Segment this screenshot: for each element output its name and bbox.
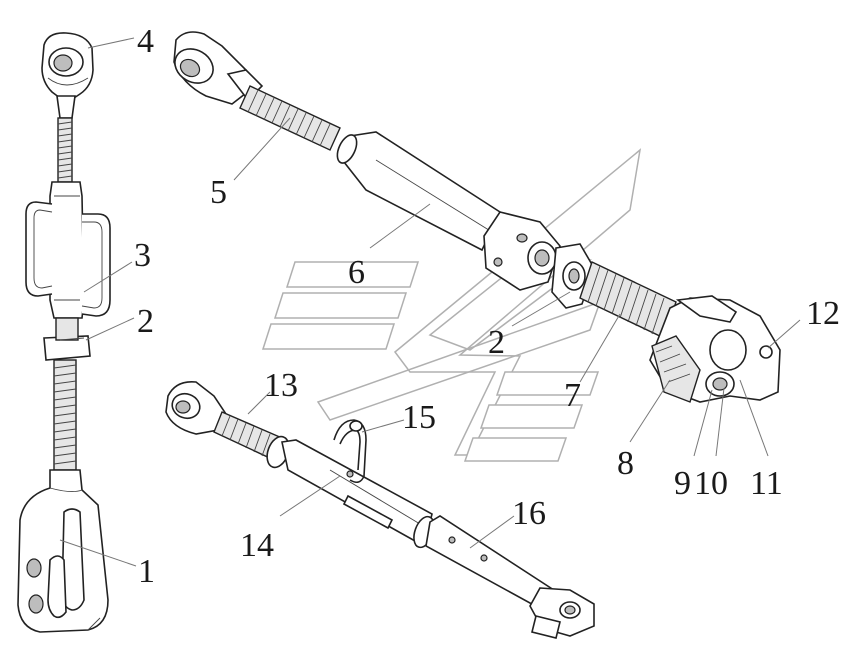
top-link-assembly: [173, 31, 781, 403]
callout-2-left: 2: [137, 303, 154, 340]
callout-3: 3: [134, 237, 151, 274]
callout-16: 16: [512, 495, 546, 532]
callout-6: 6: [348, 254, 365, 291]
watermark-logo: [261, 148, 642, 462]
callout-9: 9: [674, 465, 691, 502]
callout-12: 12: [806, 295, 840, 332]
callout-2-center: 2: [488, 324, 505, 361]
callout-numbers: 4 3 2 1 5 6 2 7 8 9 10 11 12 13 14 15 16: [134, 23, 840, 590]
leader-lines: [59, 37, 801, 567]
lower-link-assembly: [165, 380, 595, 639]
callout-13: 13: [264, 367, 298, 404]
callout-10: 10: [694, 465, 728, 502]
callout-4: 4: [137, 23, 154, 60]
callout-8: 8: [617, 445, 634, 482]
vertical-turnbuckle-assembly: [17, 32, 111, 633]
callout-1: 1: [138, 553, 155, 590]
callout-15: 15: [402, 399, 436, 436]
callout-11: 11: [750, 465, 783, 502]
callout-14: 14: [240, 527, 274, 564]
callout-7: 7: [564, 377, 581, 414]
callout-5: 5: [210, 174, 227, 211]
